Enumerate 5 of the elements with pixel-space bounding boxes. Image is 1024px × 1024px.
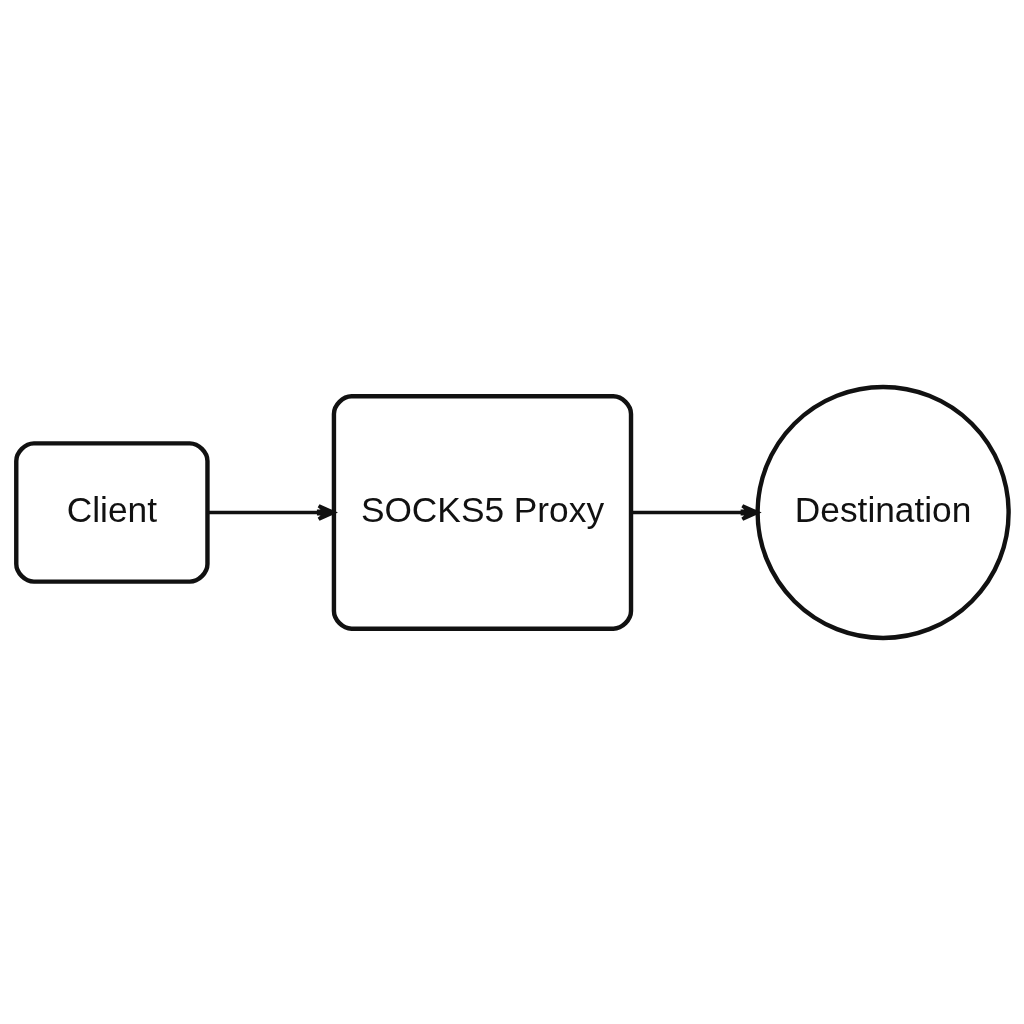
arrow xyxy=(630,503,759,521)
node-circle: Destination xyxy=(754,384,1011,640)
node-box: Client xyxy=(13,440,210,584)
arrow xyxy=(207,503,335,521)
node-box: SOCKS5 Proxy xyxy=(331,393,633,631)
